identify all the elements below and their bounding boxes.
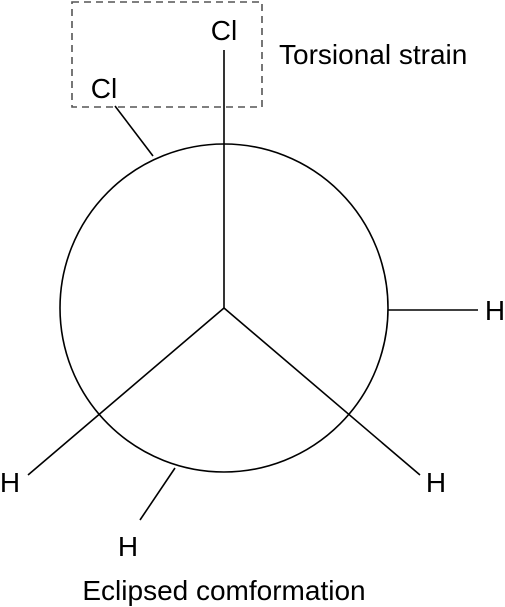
torsional-strain-label: Torsional strain: [279, 39, 467, 70]
front-bond-h-right: [223, 307, 421, 476]
back-h-right-label: H: [485, 295, 505, 326]
diagram-caption: Eclipsed comformation: [82, 575, 365, 606]
front-h-left-label: H: [0, 467, 20, 498]
back-cl-label: Cl: [91, 73, 117, 104]
front-cl-label: Cl: [211, 15, 237, 46]
back-bond-h-bottom: [139, 467, 176, 521]
front-h-right-label: H: [426, 467, 446, 498]
torsional-strain-box: [71, 1, 263, 108]
back-h-bottom-label: H: [118, 531, 138, 562]
back-bond-cl: [114, 105, 154, 157]
front-bond-h-left: [27, 307, 225, 476]
